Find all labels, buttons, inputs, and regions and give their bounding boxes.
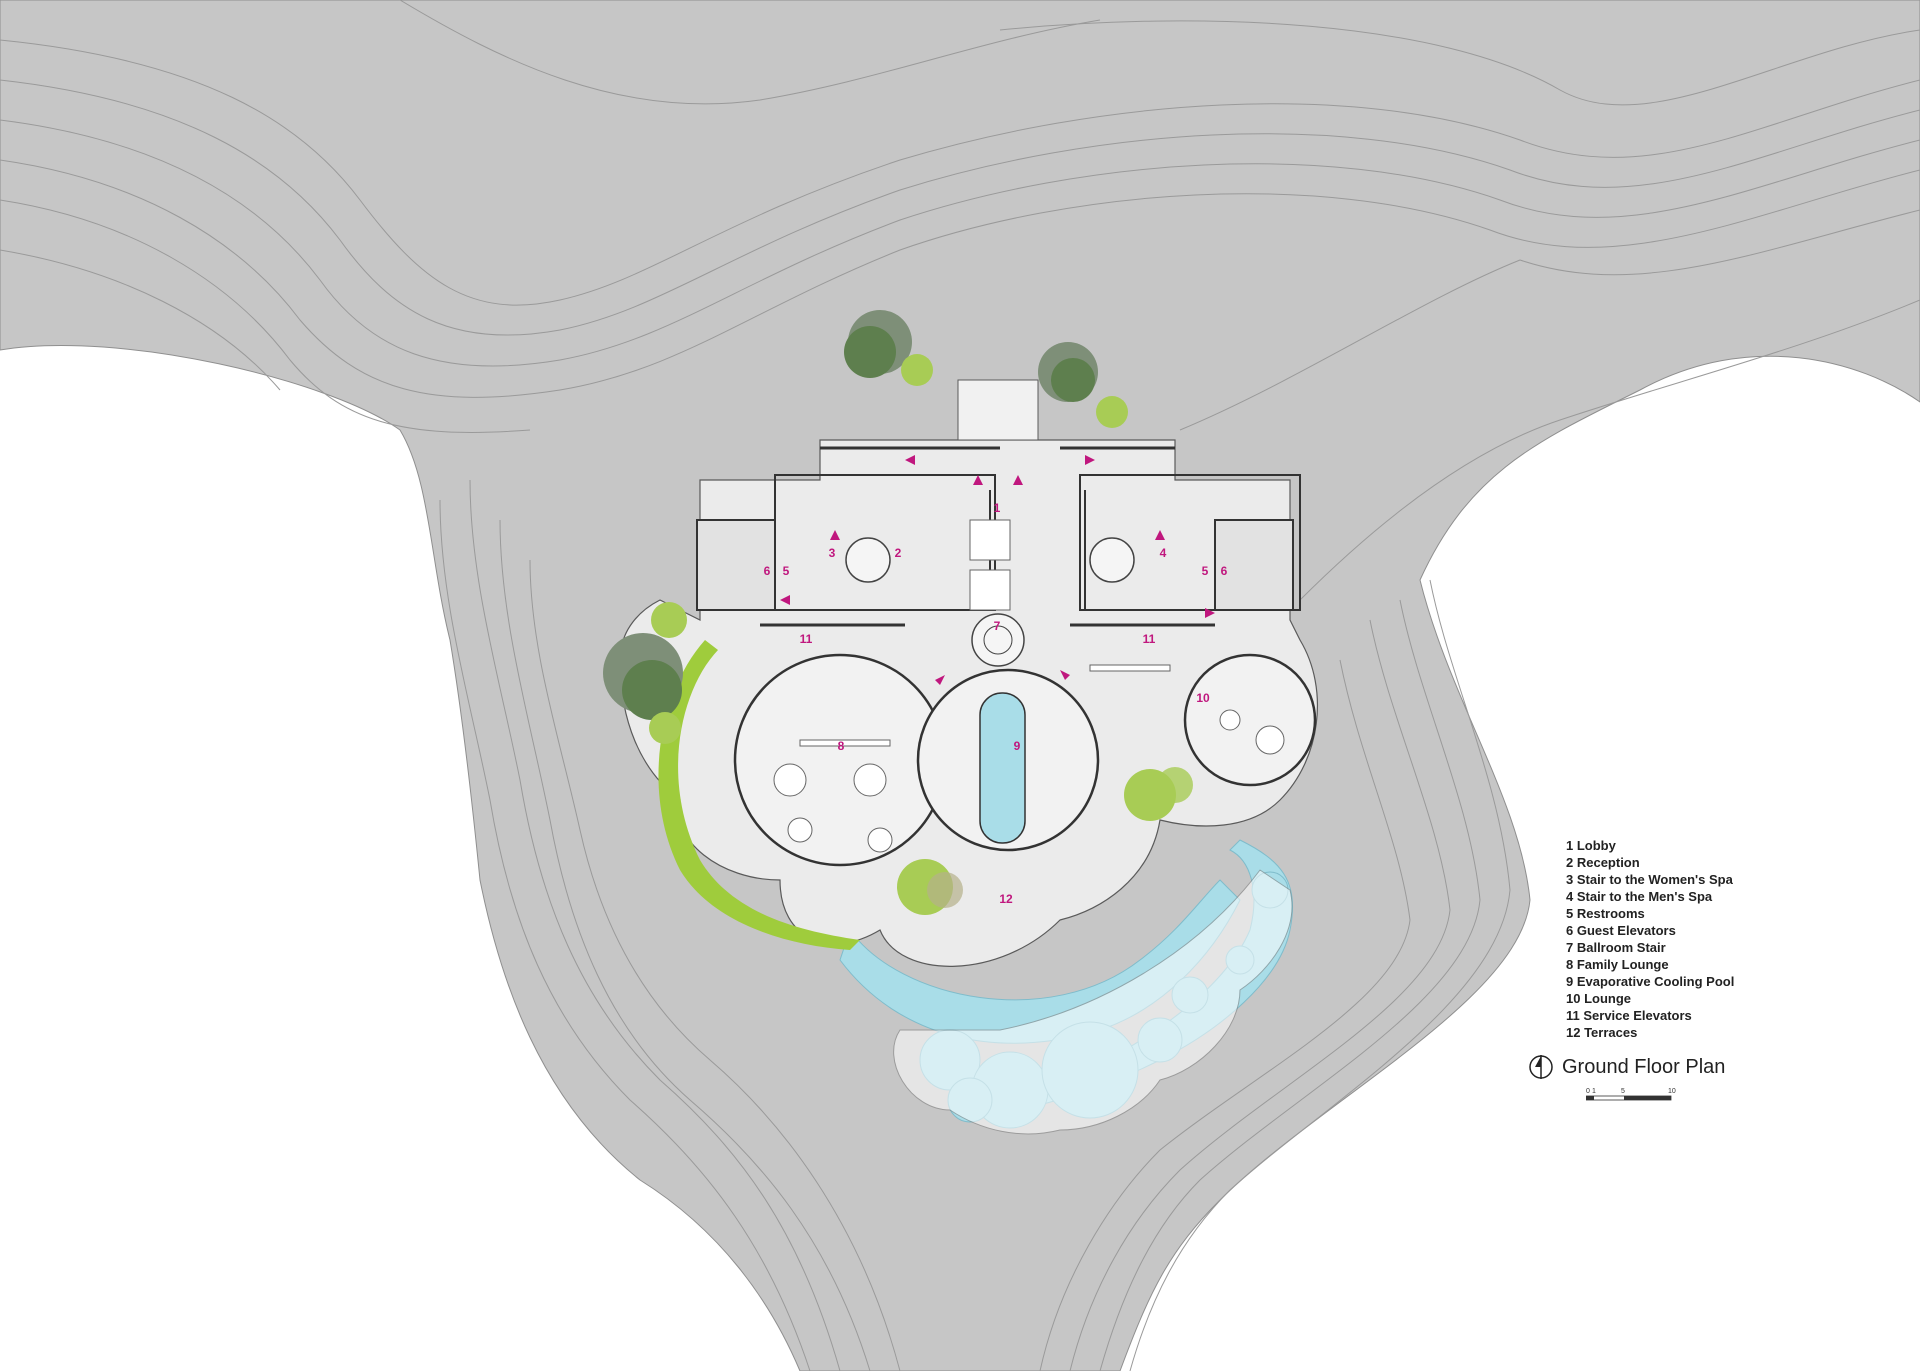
room-number-10: 10 [1196,691,1210,705]
scale-label: 10 [1668,1088,1676,1095]
room-number-12: 12 [999,892,1013,906]
evaporative-cooling-pool [979,692,1026,844]
scale-bar: 0 1 5 10 [1586,1088,1676,1101]
north-arrow-icon [1529,1055,1553,1079]
legend-item: 2 Reception [1566,855,1640,870]
room-number-6-right: 6 [1221,564,1228,578]
legend: 1 Lobby 2 Reception 3 Stair to the Women… [1566,837,1866,1041]
water-garden-outline [893,869,1293,1135]
legend-item: 9 Evaporative Cooling Pool [1566,974,1735,989]
legend-item: 10 Lounge [1566,991,1632,1006]
furniture [773,519,1285,853]
lounge-room [1183,653,1317,787]
mens-stair [1089,537,1135,583]
room-number-1: 1 [994,501,1001,515]
legend-item: 7 Ballroom Stair [1566,940,1666,955]
building-footprint [619,379,1318,967]
plan-title: Ground Floor Plan [1562,1055,1726,1078]
legend-item: 12 Terraces [1566,1025,1638,1040]
legend-item: 1 Lobby [1566,838,1616,853]
room-number-9: 9 [1014,739,1021,753]
circulation-arrows [780,455,1215,685]
right-core [1079,474,1301,611]
legend-item: 3 Stair to the Women's Spa [1566,872,1733,887]
entry-court [957,379,1039,441]
room-number-7: 7 [994,619,1001,633]
room-number-2: 2 [895,546,902,560]
scale-label: 5 [1621,1088,1625,1095]
legend-item: 8 Family Lounge [1566,957,1669,972]
room-number-5-left: 5 [783,564,790,578]
legend-item: 5 Restrooms [1566,906,1645,921]
legend-item: 6 Guest Elevators [1566,923,1676,938]
room-number-11-left: 11 [800,632,813,646]
plan-title-block: Ground Floor Plan [1528,1054,1725,1080]
room-number-8: 8 [838,739,845,753]
legend-item: 11 Service Elevators [1566,1008,1692,1023]
legend-item: 4 Stair to the Men's Spa [1566,889,1713,904]
scale-label: 1 [1592,1088,1596,1095]
room-number-5-right: 5 [1202,564,1209,578]
family-lounge-room [733,653,947,867]
scale-label: 0 [1586,1088,1590,1095]
room-number-4: 4 [1160,546,1167,560]
room-number-3: 3 [829,546,836,560]
ballroom-stair [971,613,1025,667]
womens-stair [845,537,891,583]
trees [603,310,1193,915]
room-number-11-right: 11 [1143,632,1156,646]
room-number-6-left: 6 [764,564,771,578]
left-service-block [696,519,776,611]
